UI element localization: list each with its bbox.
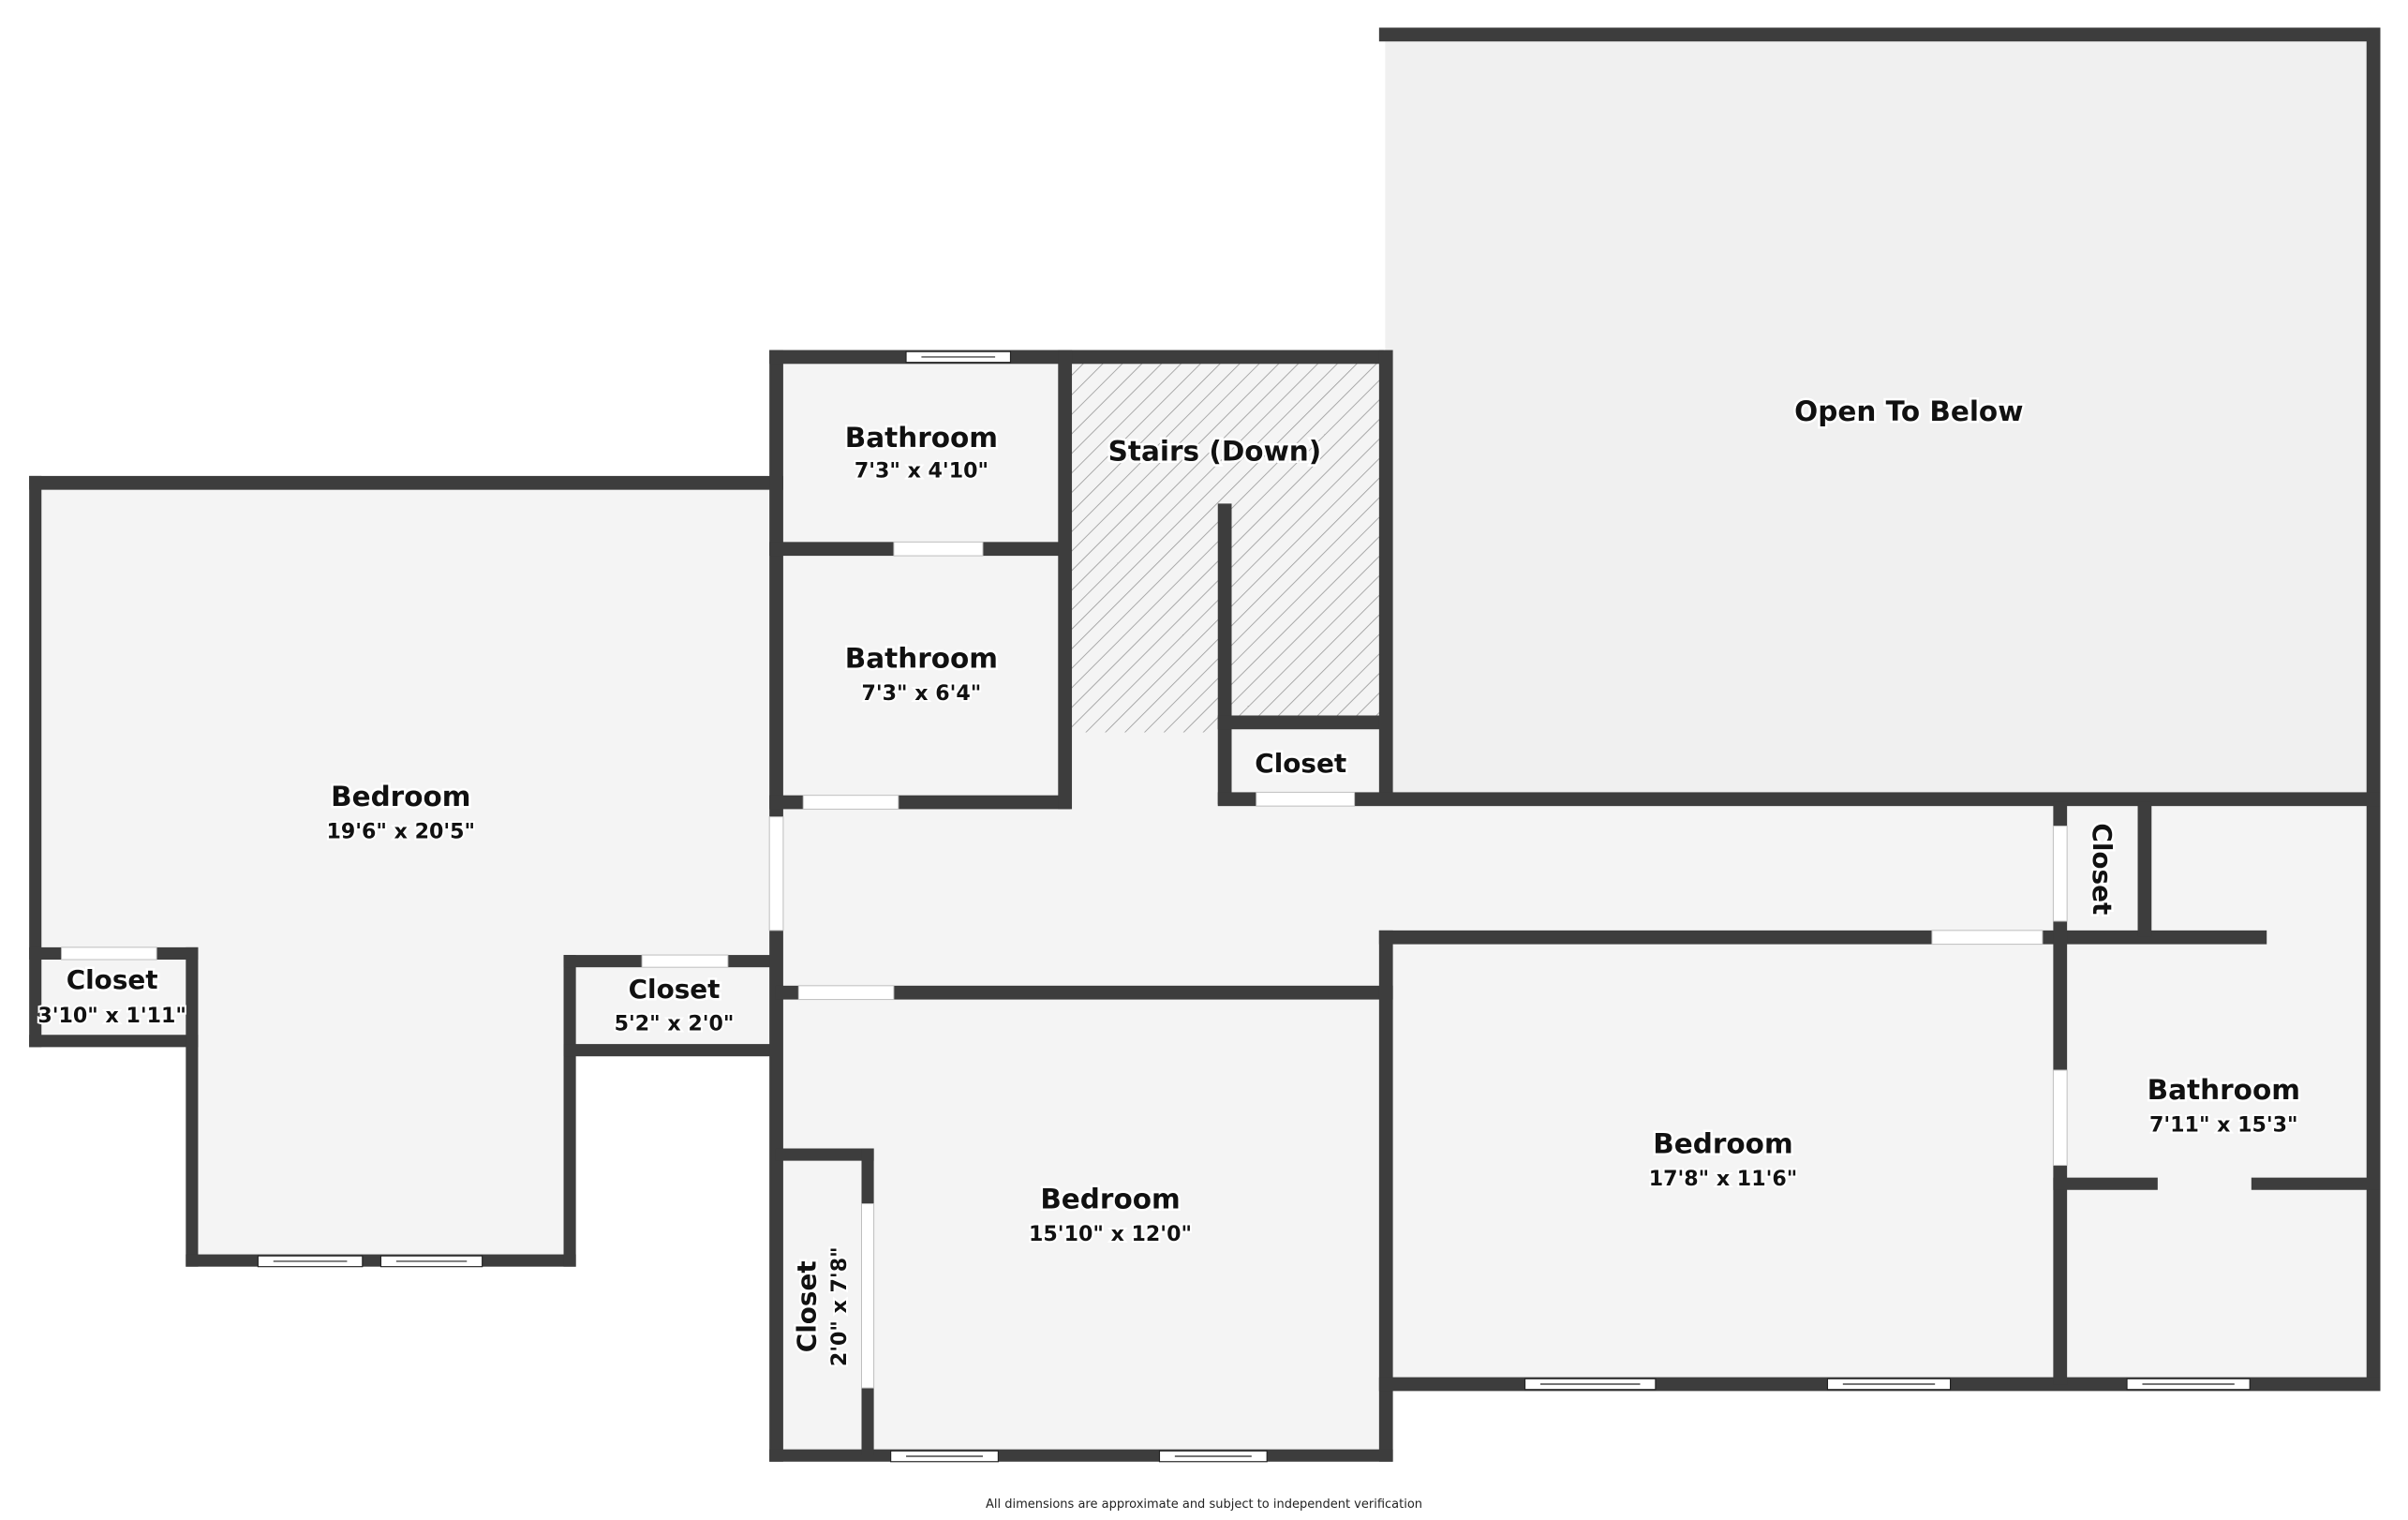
closet-stairs-floor — [1224, 724, 1386, 798]
room-dimensions: 19'6" x 20'5" — [326, 820, 475, 844]
window — [1158, 1450, 1268, 1463]
room-dimensions: 7'3" x 4'10" — [855, 459, 988, 484]
room-closet-center-left: Closet 5'2" x 2'0" — [613, 971, 736, 1037]
bedroom-right-floor — [1385, 936, 2061, 1385]
room-name: Closet — [2087, 823, 2118, 915]
room-name: Bedroom — [331, 781, 470, 812]
room-dimensions: 7'3" x 6'4" — [862, 681, 982, 706]
room-name: Bathroom — [2148, 1074, 2300, 1106]
room-name: Bedroom — [1653, 1127, 1792, 1159]
room-bathroom-lower: Bathroom 7'3" x 6'4" — [842, 640, 1000, 708]
window — [1524, 1378, 1657, 1391]
open-to-below-floor — [1385, 34, 2373, 798]
room-bathroom-upper: Bathroom 7'3" x 4'10" — [842, 419, 1000, 484]
room-closet-stairs: Closet — [1253, 746, 1349, 782]
window — [379, 1255, 483, 1268]
window — [905, 350, 1012, 364]
room-name: Stairs (Down) — [1108, 436, 1322, 468]
bedroom-center-floor — [775, 990, 1386, 1456]
room-closet-hall-right: Closet — [2085, 821, 2120, 917]
closet-left-floor — [37, 953, 194, 1040]
window — [257, 1255, 364, 1268]
room-name: Bathroom — [845, 643, 998, 675]
window — [1826, 1378, 1952, 1391]
room-bedroom-left: Bedroom 19'6" x 20'5" — [324, 779, 477, 846]
closet-center-left-floor — [571, 962, 776, 1050]
room-name: Closet — [791, 1260, 822, 1352]
windows — [257, 350, 2251, 1463]
room-dimensions: 2'0" x 7'8" — [827, 1246, 852, 1366]
door-openings — [61, 541, 2068, 1389]
room-stairs: Stairs (Down) — [1106, 433, 1324, 469]
bedroom-left-floor — [34, 480, 776, 1259]
window — [2126, 1378, 2251, 1391]
room-name: Closet — [1255, 748, 1346, 779]
room-name: Closet — [67, 964, 158, 995]
room-name: Bedroom — [1040, 1183, 1180, 1215]
room-name: Closet — [629, 974, 721, 1005]
room-dimensions: 17'8" x 11'6" — [1649, 1167, 1798, 1191]
room-name: Open To Below — [1794, 395, 2023, 427]
room-bedroom-right: Bedroom 17'8" x 11'6" — [1647, 1125, 1800, 1193]
bathroom-right-floor — [2060, 797, 2373, 1385]
room-open-to-below: Open To Below — [1792, 393, 2026, 429]
room-name: Bathroom — [845, 422, 998, 454]
window — [890, 1450, 999, 1463]
room-bathroom-right: Bathroom 7'11" x 15'3" — [2145, 1072, 2302, 1140]
room-labels: Bedroom 19'6" x 20'5" Closet 3'10" x 1'1… — [36, 393, 2302, 1368]
room-closet-center: Closet 2'0" x 7'8" — [789, 1244, 854, 1368]
bathroom-lower-floor — [775, 546, 1068, 802]
floors — [34, 34, 2373, 1456]
room-dimensions: 15'10" x 12'0" — [1029, 1222, 1192, 1246]
room-dimensions: 3'10" x 1'11" — [37, 1004, 186, 1028]
bathroom-upper-floor — [775, 356, 1068, 547]
disclaimer-text: All dimensions are approximate and subje… — [985, 1498, 1423, 1512]
room-dimensions: 7'11" x 15'3" — [2149, 1112, 2298, 1137]
room-dimensions: 5'2" x 2'0" — [615, 1011, 735, 1036]
room-bedroom-center: Bedroom 15'10" x 12'0" — [1027, 1181, 1194, 1248]
hallway-floor — [775, 732, 2373, 1382]
room-closet-left: Closet 3'10" x 1'11" — [36, 962, 188, 1031]
